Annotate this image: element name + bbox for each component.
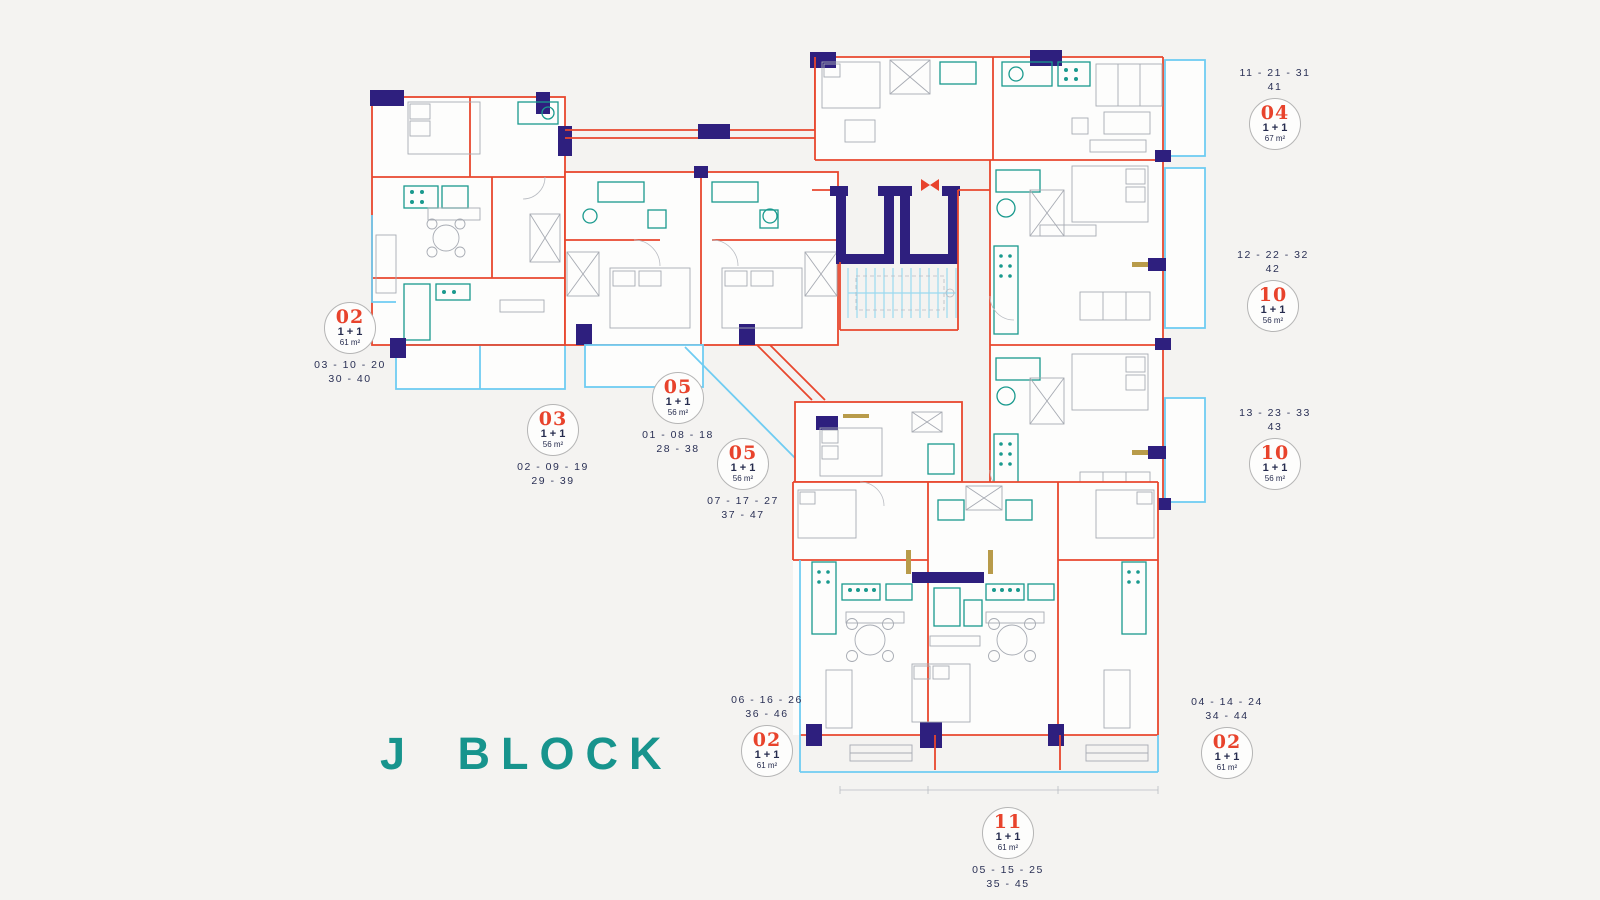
- unit-type: 1 + 1: [1262, 122, 1288, 134]
- unit-area: 56 m²: [667, 408, 689, 417]
- staircase: [839, 190, 959, 331]
- balcony-bottom: [799, 560, 1159, 794]
- unit-number: 02: [752, 729, 782, 751]
- unit-area: 61 m²: [339, 338, 361, 347]
- unit-circle: 10 1 + 1 56 m²: [1247, 280, 1299, 332]
- unit-number: 05: [728, 442, 758, 464]
- unit-type: 1 + 1: [1262, 462, 1288, 474]
- unit-area: 56 m²: [732, 474, 754, 483]
- unit-number: 10: [1258, 284, 1288, 306]
- unit-type: 1 + 1: [337, 326, 363, 338]
- unit-number: 05: [663, 376, 693, 398]
- unit-type: 1 + 1: [995, 831, 1021, 843]
- unit-circle: 02 1 + 1 61 m²: [741, 725, 793, 777]
- unit-circle: 05 1 + 1 56 m²: [652, 372, 704, 424]
- unit-area: 61 m²: [997, 843, 1019, 852]
- unit-area: 56 m²: [1264, 474, 1286, 483]
- unit-circle: 04 1 + 1 67 m²: [1249, 98, 1301, 150]
- elevation-marker-icon: [921, 179, 939, 191]
- diagonal-corridor: [684, 344, 826, 461]
- wing-top-right: [810, 50, 1206, 510]
- unit-type: 1 + 1: [1214, 751, 1240, 763]
- unit-type: 1 + 1: [730, 462, 756, 474]
- unit-type: 1 + 1: [1260, 304, 1286, 316]
- unit-circle: 05 1 + 1 56 m²: [717, 438, 769, 490]
- unit-circle: 11 1 + 1 61 m²: [982, 807, 1034, 859]
- unit-number: 02: [335, 306, 365, 328]
- unit-number: 02: [1212, 731, 1242, 753]
- wing-top-left: [370, 90, 572, 346]
- center-block: [564, 166, 839, 346]
- unit-area: 56 m²: [1262, 316, 1284, 325]
- unit-number: 03: [538, 408, 568, 430]
- unit-type: 1 + 1: [754, 749, 780, 761]
- unit-area: 61 m²: [756, 761, 778, 770]
- unit-circle: 03 1 + 1 56 m²: [527, 404, 579, 456]
- unit-number: 04: [1260, 102, 1290, 124]
- unit-area: 67 m²: [1264, 134, 1286, 143]
- unit-circle: 02 1 + 1 61 m²: [1201, 727, 1253, 779]
- unit-number: 11: [993, 811, 1023, 833]
- elevator-shafts: [812, 179, 992, 264]
- unit-circle: 10 1 + 1 56 m²: [1249, 438, 1301, 490]
- unit-05-lower: [794, 401, 963, 483]
- unit-number: 10: [1260, 442, 1290, 464]
- unit-area: 61 m²: [1216, 763, 1238, 772]
- balcony-top-left: [371, 215, 566, 390]
- unit-area: 56 m²: [542, 440, 564, 449]
- block-title: J BLOCK: [380, 728, 673, 779]
- corridor-top: [565, 57, 816, 139]
- unit-type: 1 + 1: [540, 428, 566, 440]
- unit-type: 1 + 1: [665, 396, 691, 408]
- unit-10-upper: [989, 165, 1166, 335]
- wing-bottom: [792, 481, 1159, 748]
- unit-circle: 02 1 + 1 61 m²: [324, 302, 376, 354]
